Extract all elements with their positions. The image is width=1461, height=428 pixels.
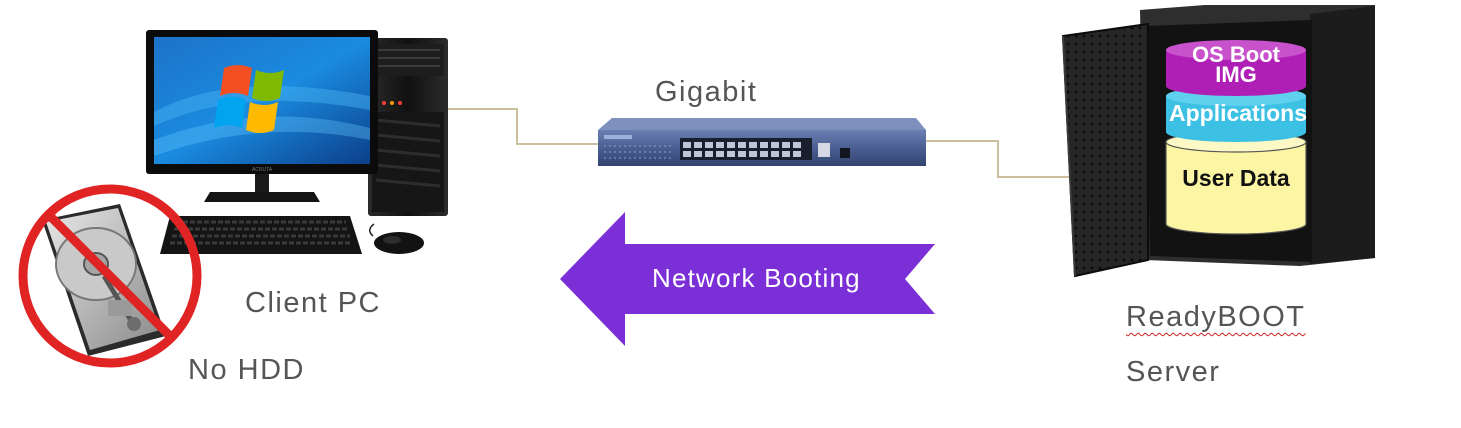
network-booting-label: Network Booting [652,263,861,293]
os-boot-label: OS Boot [1192,42,1281,67]
readyboot-label: ReadyBOOT [1126,301,1306,333]
pc-keyboard [160,216,362,254]
prohibition-sign-icon [18,184,202,368]
pc-monitor: ACRUTA [146,30,378,202]
gigabit-label: Gigabit [655,76,758,108]
switch-ports [680,138,850,160]
server-door [1061,22,1149,278]
cable-client-to-switch [445,108,598,145]
pc-mouse [369,223,424,254]
no-hdd-label: No HDD [188,354,305,386]
network-switch-icon [598,118,926,166]
windows-logo-icon [214,65,284,133]
applications-label: Applications [1169,100,1307,126]
os-boot-img-label: IMG [1215,62,1257,87]
client-pc-icon: ACRUTA [146,30,448,254]
client-pc-label: Client PC [245,287,381,319]
monitor-brand-text: ACRUTA [252,167,273,173]
network-booting-arrow [560,212,935,346]
no-hdd-icon [18,184,202,368]
server-storage-stack [1165,40,1307,235]
server-label: Server [1126,356,1221,388]
server-icon [1061,5,1375,278]
user-data-label: User Data [1182,165,1290,191]
cable-switch-to-server [926,140,1073,178]
pc-tower [368,38,448,216]
